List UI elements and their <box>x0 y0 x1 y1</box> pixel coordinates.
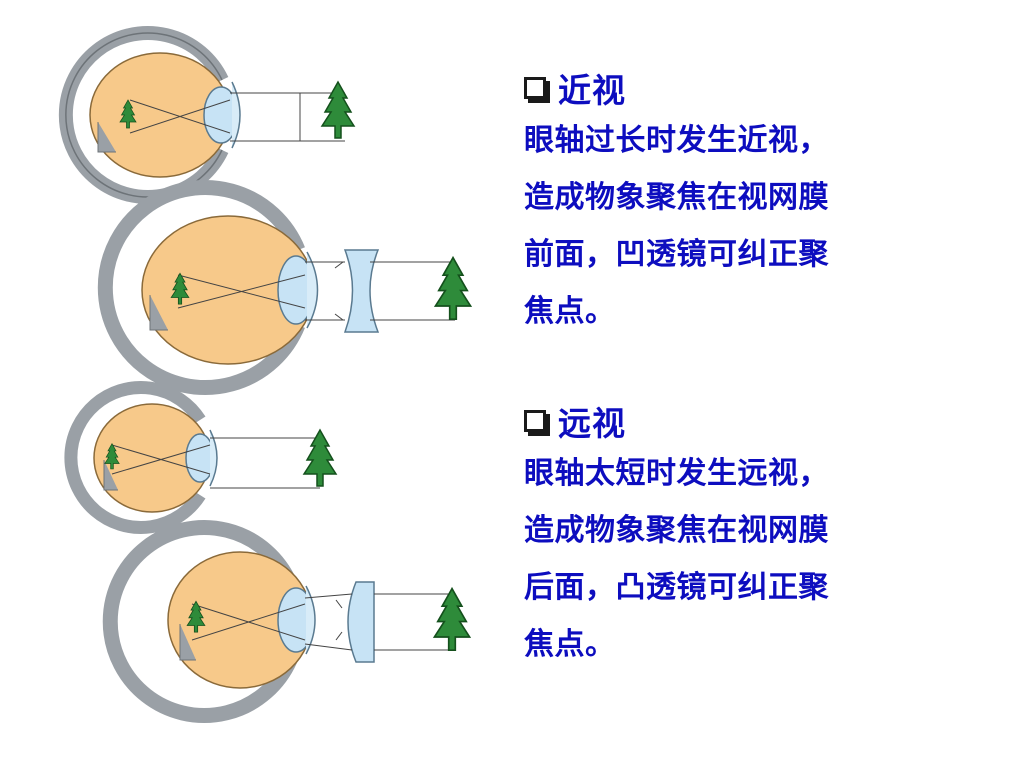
myopia-heading: 近视 <box>524 64 944 112</box>
hyperopia-desc-line-1: 眼轴太短时发生远视， <box>524 456 829 491</box>
myopia-title: 近视 <box>558 71 626 110</box>
object-tree-icon <box>433 587 471 652</box>
myopia-eye-uncorrected <box>58 26 355 204</box>
checkbox-bullet-icon <box>524 77 546 99</box>
hyperopia-section: 远视 眼轴太短时发生远视， 造成物象聚焦在视网膜 后面，凸透镜可纠正聚 焦点。 <box>524 397 944 673</box>
object-tree-icon <box>321 81 355 139</box>
myopia-desc-line-3: 前面，凹透镜可纠正聚 <box>524 237 829 272</box>
myopia-section: 近视 眼轴过长时发生近视， 造成物象聚焦在视网膜 前面，凹透镜可纠正聚 焦点。 <box>524 64 944 340</box>
hyperopia-eye-corrected <box>102 520 471 723</box>
myopia-desc-line-1: 眼轴过长时发生近视， <box>524 123 829 158</box>
ray-lines <box>129 92 345 142</box>
myopia-eye-corrected <box>97 180 472 395</box>
object-tree-icon <box>434 256 472 321</box>
concave-lens <box>343 249 380 333</box>
hyperopia-desc-line-3: 后面，凸透镜可纠正聚 <box>524 570 829 605</box>
myopia-desc-line-2: 造成物象聚焦在视网膜 <box>524 180 829 215</box>
eye-refraction-diagram <box>58 26 472 723</box>
hyperopia-title: 远视 <box>558 404 626 443</box>
hyperopia-desc-line-2: 造成物象聚焦在视网膜 <box>524 513 829 548</box>
myopia-desc-line-4: 焦点。 <box>524 294 616 329</box>
hyperopia-desc-line-4: 焦点。 <box>524 627 616 662</box>
hyperopia-heading: 远视 <box>524 397 944 445</box>
checkbox-bullet-icon <box>524 410 546 432</box>
hyperopia-eye-uncorrected <box>64 381 337 534</box>
